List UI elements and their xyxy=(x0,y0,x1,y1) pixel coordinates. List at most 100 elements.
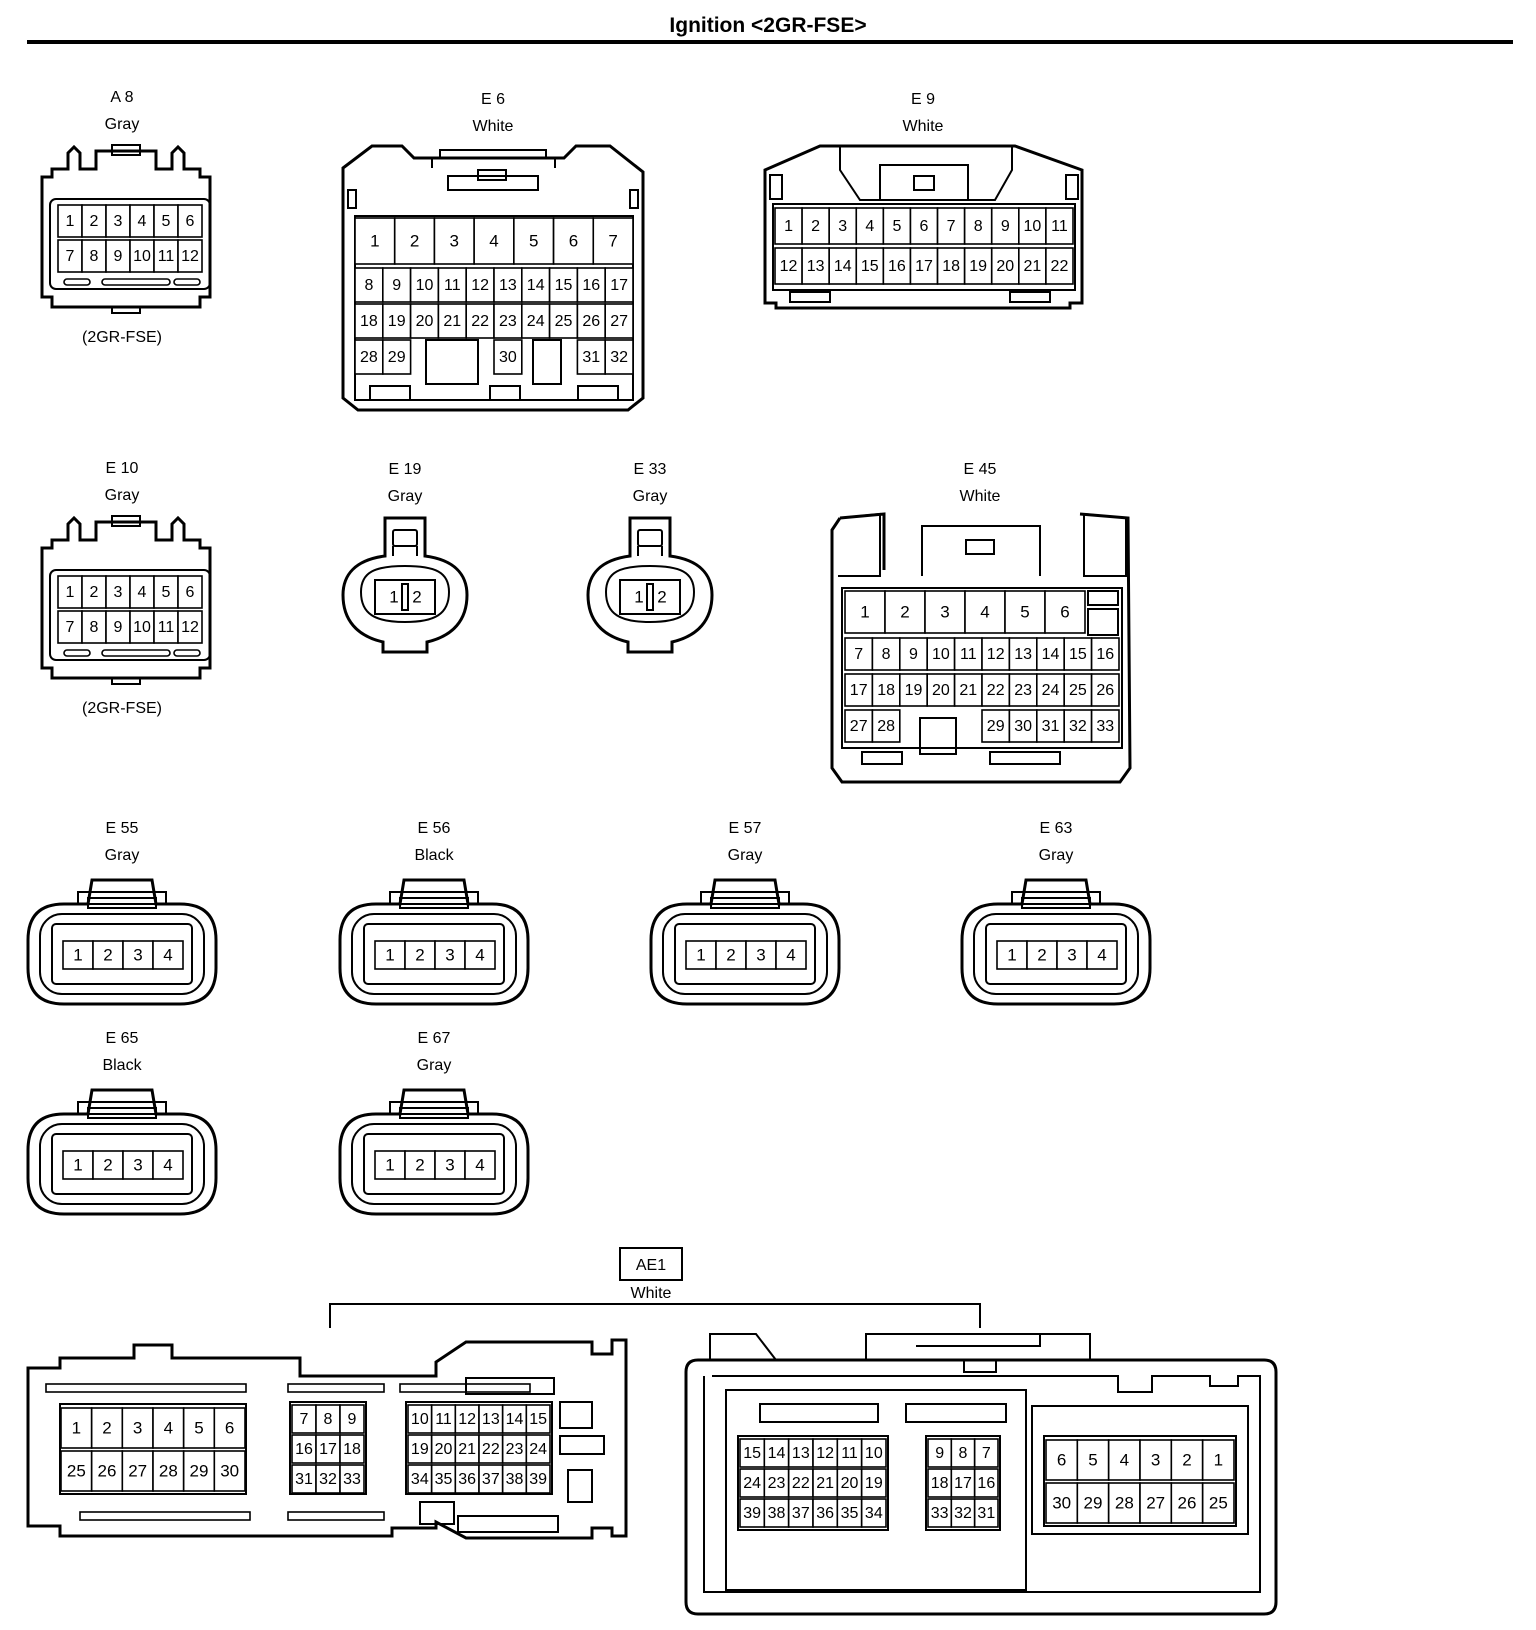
pin-number: 12 xyxy=(987,646,1005,663)
pin-number: 32 xyxy=(1069,718,1087,735)
pin-number: 10 xyxy=(1023,218,1041,235)
pin-area xyxy=(374,579,436,615)
pin-number: 24 xyxy=(1042,682,1060,699)
pin-number: 23 xyxy=(768,1475,786,1492)
pin-number: 16 xyxy=(977,1475,995,1492)
key xyxy=(111,306,141,314)
pin-number: 27 xyxy=(1146,1493,1165,1512)
pin-number: 7 xyxy=(982,1445,991,1462)
connector-inner-wall xyxy=(39,1123,205,1205)
pin-number: 33 xyxy=(931,1505,949,1522)
pin-cell xyxy=(177,239,203,273)
key xyxy=(532,339,562,385)
pin-number: 6 xyxy=(186,584,195,601)
pin-number: 19 xyxy=(865,1475,883,1492)
pin-cell xyxy=(576,303,607,339)
pin-number: 4 xyxy=(138,584,147,601)
connector-inner-wall xyxy=(351,1123,517,1205)
connector-housing-outline xyxy=(338,1088,530,1216)
pin-number: 18 xyxy=(343,1441,361,1458)
latch xyxy=(838,512,1127,577)
pin-number: 6 xyxy=(225,1418,234,1437)
pin-number: 3 xyxy=(133,1155,142,1174)
pin-cell xyxy=(1045,247,1074,285)
pin-area xyxy=(841,587,1123,749)
pin-number: 4 xyxy=(164,1418,173,1437)
pin-number: 33 xyxy=(1096,718,1114,735)
pin-number: 3 xyxy=(114,584,123,601)
pin-cell xyxy=(871,673,901,707)
pin-number: 3 xyxy=(114,213,123,230)
pin-number: 9 xyxy=(114,248,123,265)
pin-cell xyxy=(604,339,634,375)
latch xyxy=(637,546,663,556)
rib xyxy=(789,291,831,303)
pin-number: 28 xyxy=(159,1461,178,1480)
pin-number: 30 xyxy=(499,349,517,366)
pin-number: 31 xyxy=(1042,718,1060,735)
pin-number: 3 xyxy=(133,945,142,964)
pin-area xyxy=(1031,1405,1249,1535)
pin-cell xyxy=(493,303,523,339)
pin-cell xyxy=(152,1450,185,1492)
pin-cell xyxy=(409,267,440,303)
pin-cell xyxy=(354,339,384,375)
pin-number: 16 xyxy=(1096,646,1114,663)
pin-cell xyxy=(339,1464,365,1494)
connector-id: E 9 xyxy=(911,91,935,108)
pin-cell xyxy=(152,1407,185,1449)
pin-number: 1 xyxy=(66,584,75,601)
connector-id: E 57 xyxy=(729,820,762,837)
pin-cell xyxy=(1018,207,1047,245)
connector-color: Gray xyxy=(105,847,140,864)
pin-cell xyxy=(844,709,874,743)
pin-area xyxy=(725,1389,1027,1591)
pin-number: 2 xyxy=(657,587,666,606)
pin-number: 28 xyxy=(1115,1493,1134,1512)
pin-number: 29 xyxy=(388,349,406,366)
pin-number: 12 xyxy=(780,258,798,275)
pin-number: 6 xyxy=(1057,1450,1066,1469)
key xyxy=(646,583,654,611)
connector-id: E 55 xyxy=(106,820,139,837)
pin-number: 30 xyxy=(220,1461,239,1480)
pin-number: 5 xyxy=(529,231,538,250)
pin-cell xyxy=(801,247,830,285)
pin-number: 3 xyxy=(450,231,459,250)
connector-housing-outline xyxy=(338,878,530,1006)
key xyxy=(419,1501,455,1525)
key xyxy=(111,677,141,685)
pin-number: 13 xyxy=(807,258,825,275)
pin-number: 12 xyxy=(181,248,199,265)
pin-number: 1 xyxy=(634,587,643,606)
pin-area xyxy=(363,923,505,985)
pin-number: 16 xyxy=(582,277,600,294)
pin-cell xyxy=(1063,673,1093,707)
pin-number: 4 xyxy=(489,231,498,250)
pin-number: 19 xyxy=(969,258,987,275)
pin-number: 19 xyxy=(388,313,406,330)
pin-number: 28 xyxy=(360,349,378,366)
pin-number: 2 xyxy=(726,945,735,964)
pin-number: 4 xyxy=(163,945,172,964)
pin-number: 9 xyxy=(114,619,123,636)
key xyxy=(559,1435,605,1455)
pin-number: 32 xyxy=(954,1505,972,1522)
pin-number: 2 xyxy=(410,231,419,250)
pin-number: 11 xyxy=(444,277,461,294)
connector-id: E 56 xyxy=(418,820,451,837)
pin-number: 15 xyxy=(529,1411,547,1428)
pin-number: 36 xyxy=(458,1471,476,1488)
pin-number: 6 xyxy=(569,231,578,250)
pin-number: 19 xyxy=(905,682,923,699)
connector-note: (2GR-FSE) xyxy=(82,329,162,346)
pin-cell xyxy=(1090,673,1120,707)
pin-number: 38 xyxy=(506,1471,524,1488)
connector-housing-outline xyxy=(341,144,645,412)
connector-housing-outline xyxy=(960,878,1152,1006)
key xyxy=(401,583,409,611)
